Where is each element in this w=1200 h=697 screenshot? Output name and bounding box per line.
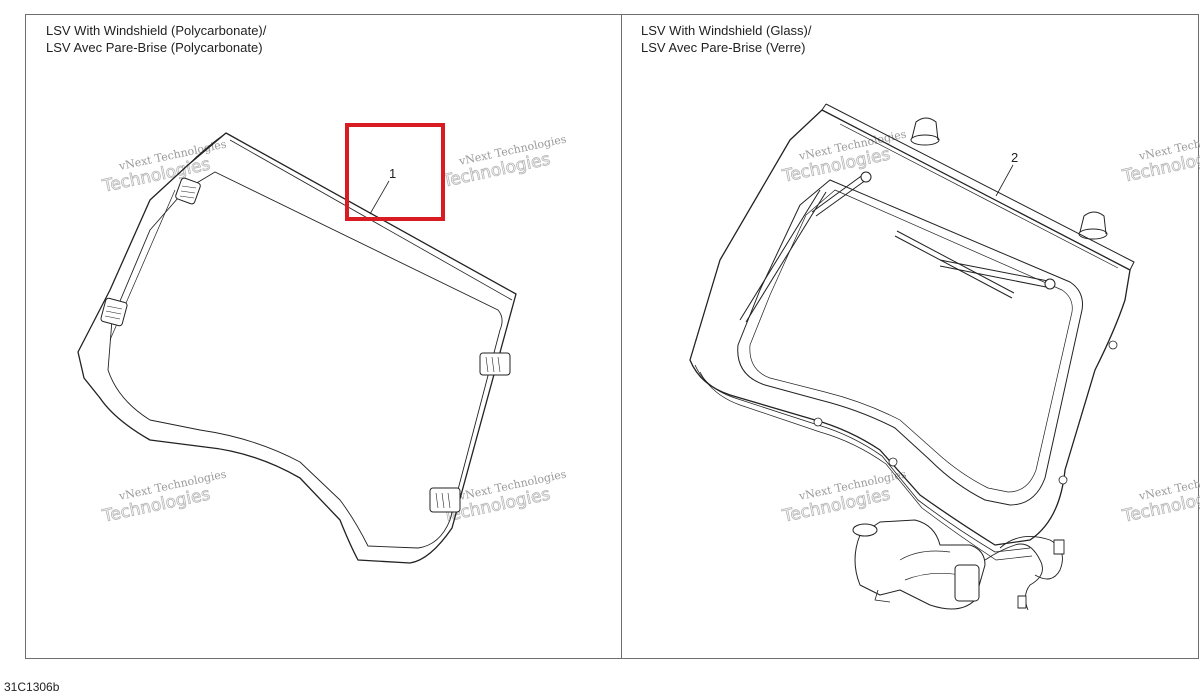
right-title-line2: LSV Avec Pare-Brise (Verre) [641, 40, 806, 55]
wiper-left [739, 171, 872, 323]
watermark-edge-bottom: vNext Technologies Technologies [1120, 467, 1200, 527]
panel-divider [621, 14, 622, 659]
watermark-right-top: vNext Technologies Technologies [780, 127, 908, 187]
figure-code: 31C1306b [4, 680, 60, 694]
watermark-edge-top: vNext Technologies Technologies [1120, 127, 1200, 187]
watermark-left-bottom: vNext Technologies Technologies [100, 467, 228, 527]
latch-bottom-right [429, 487, 461, 513]
right-panel-title: LSV With Windshield (Glass)/ LSV Avec Pa… [641, 22, 812, 56]
callout-2-leader [995, 164, 1014, 197]
latch-mid-right [479, 352, 511, 376]
left-title-line2: LSV Avec Pare-Brise (Polycarbonate) [46, 40, 263, 55]
right-title-line1: LSV With Windshield (Glass)/ [641, 23, 812, 38]
wiring-harness [984, 535, 1065, 611]
latch-mid-left [100, 297, 128, 327]
mount-clamp-left [910, 117, 940, 146]
diagram-frame [25, 14, 1199, 659]
callout-2-label: 2 [1011, 150, 1018, 165]
polycarbonate-windshield-drawing [77, 132, 517, 564]
watermarks: vNext Technologies Technologies vNext Te… [100, 127, 1200, 527]
left-panel-title: LSV With Windshield (Polycarbonate)/ LSV… [46, 22, 266, 56]
watermark-right-bottom: vNext Technologies Technologies [780, 467, 908, 527]
highlight-box [345, 123, 445, 221]
frame-bolts [813, 340, 1118, 485]
callout-1-leader [369, 180, 390, 215]
glass-windshield-drawing [689, 103, 1135, 611]
watermark-mid-top: vNext Technologies Technologies [440, 132, 568, 192]
callout-1-label: 1 [389, 166, 396, 181]
wiper-right [894, 230, 1056, 299]
mount-clamp-right [1078, 211, 1108, 240]
left-title-line1: LSV With Windshield (Polycarbonate)/ [46, 23, 267, 38]
washer-reservoir [852, 519, 986, 610]
latch-top-left [175, 177, 201, 205]
watermark-left-top: vNext Technologies Technologies [100, 137, 228, 197]
